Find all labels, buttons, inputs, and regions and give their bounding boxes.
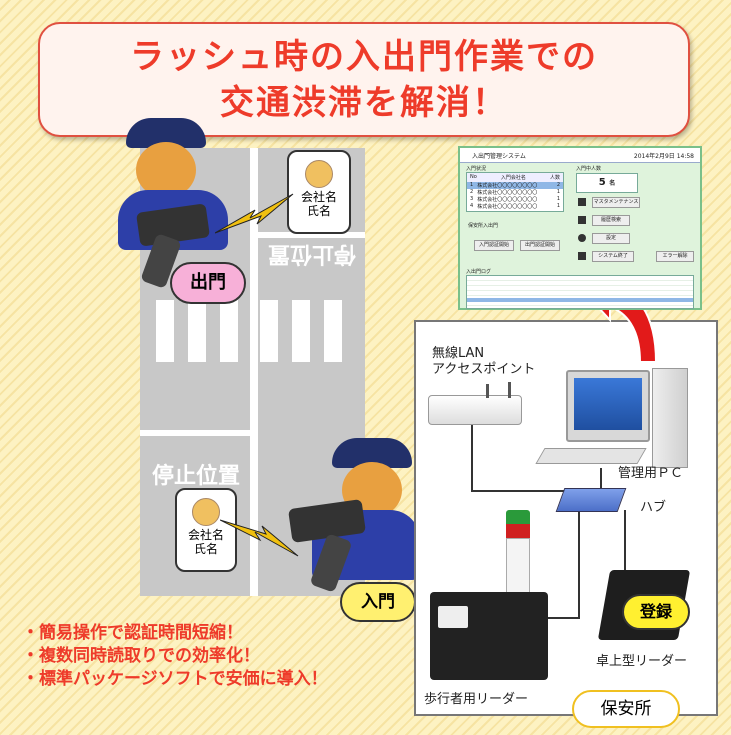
headline-line-2: 交通渋滞を解消！ [220, 83, 508, 123]
id-card-name: 氏名 [193, 542, 218, 556]
search-icon [578, 216, 586, 224]
crosswalk [150, 300, 365, 370]
walk-through-reader-icon [430, 592, 548, 680]
log-table [466, 275, 694, 309]
id-card-name: 氏名 [306, 204, 331, 218]
log-heading: 入出門ログ [466, 269, 492, 275]
radio-signal-entry-icon [220, 519, 299, 557]
status-heading: 入門状況 [466, 166, 487, 172]
entry-auth-button[interactable]: 入門認証開始 [474, 240, 514, 251]
hub-label: ハブ [640, 500, 667, 515]
walk-through-reader-label: 歩行者用リーダー [424, 692, 529, 707]
wireless-ap-label: 無線LAN アクセスポイント [432, 346, 536, 377]
stop-position-label-bottom: 停止位置 [152, 464, 241, 489]
headline-banner: ラッシュ時の入出門作業での 交通渋滞を解消！ [38, 22, 690, 137]
stop-position-label-top: 停止位置 [268, 241, 357, 266]
person-icon [305, 160, 333, 188]
hub-icon [555, 488, 627, 512]
admin-pc-label: 管理用ＰＣ [618, 466, 684, 481]
benefit-item: ・簡易操作で認証時間短縮！ [22, 623, 243, 643]
error-clear-button[interactable]: エラー解除 [656, 251, 694, 262]
count-heading: 入門中人数 [576, 166, 602, 172]
wire-hub-walk [548, 505, 580, 619]
stop-line-bottom [140, 430, 250, 436]
count-display: 5 名 [576, 173, 638, 193]
exit-badge: 出門 [170, 262, 246, 304]
road-center-line [250, 148, 258, 596]
signal-tower-icon [506, 510, 530, 602]
stop-line-top [258, 232, 365, 238]
exit-icon [578, 252, 586, 260]
headline-line-1: ラッシュ時の入出門作業での [130, 37, 598, 77]
wire-hub-desk [624, 510, 626, 580]
antenna-icon [486, 384, 489, 398]
antenna-icon [508, 382, 511, 398]
id-card-company: 会社名 [300, 190, 337, 204]
system-exit-button[interactable]: システム終了 [592, 251, 634, 262]
pc-tower-icon [652, 368, 688, 468]
entry-badge: 入門 [340, 582, 416, 622]
security-office-label: 保安所 [572, 690, 680, 728]
count-value: 5 [598, 177, 606, 188]
guard-entry-figure [280, 438, 420, 598]
id-card-exit: 会社名 氏名 [287, 150, 351, 234]
monitor-icon [566, 370, 650, 442]
desk-reader-label: 卓上型リーダー [596, 654, 688, 669]
exit-auth-button[interactable]: 出門認証開始 [520, 240, 560, 251]
master-maintenance-button[interactable]: マスタメンテナンス [592, 197, 640, 208]
count-unit: 名 [609, 180, 616, 187]
register-badge: 登録 [622, 594, 690, 630]
benefit-item: ・標準パッケージソフトで安価に導入！ [22, 669, 328, 689]
history-search-button[interactable]: 履歴検索 [592, 215, 630, 226]
gear-icon [578, 234, 586, 242]
guard-heading: 保安所入出門 [468, 223, 499, 229]
window-title: 入出門管理システム [472, 153, 526, 160]
wireless-ap-icon [428, 395, 522, 425]
face-icon [136, 142, 196, 198]
id-card-entry: 会社名 氏名 [175, 488, 237, 572]
guard-exit-figure [108, 118, 238, 289]
person-icon [192, 498, 220, 526]
benefit-item: ・複数同時読取りでの効率化！ [22, 646, 260, 666]
wire-pc-hub [600, 468, 602, 490]
id-card-company: 会社名 [187, 528, 224, 542]
radio-signal-exit-icon [215, 193, 294, 234]
wrench-icon [578, 198, 586, 206]
wire-ap-hub [471, 420, 573, 492]
window-titlebar: 入出門管理システム 2014年2月9日 14:58 [460, 148, 700, 163]
benefits-list: ・簡易操作で認証時間短縮！ ・複数同時読取りでの効率化！ ・標準パッケージソフト… [22, 622, 328, 691]
settings-button[interactable]: 設定 [592, 233, 630, 244]
window-datetime: 2014年2月9日 14:58 [633, 153, 694, 160]
